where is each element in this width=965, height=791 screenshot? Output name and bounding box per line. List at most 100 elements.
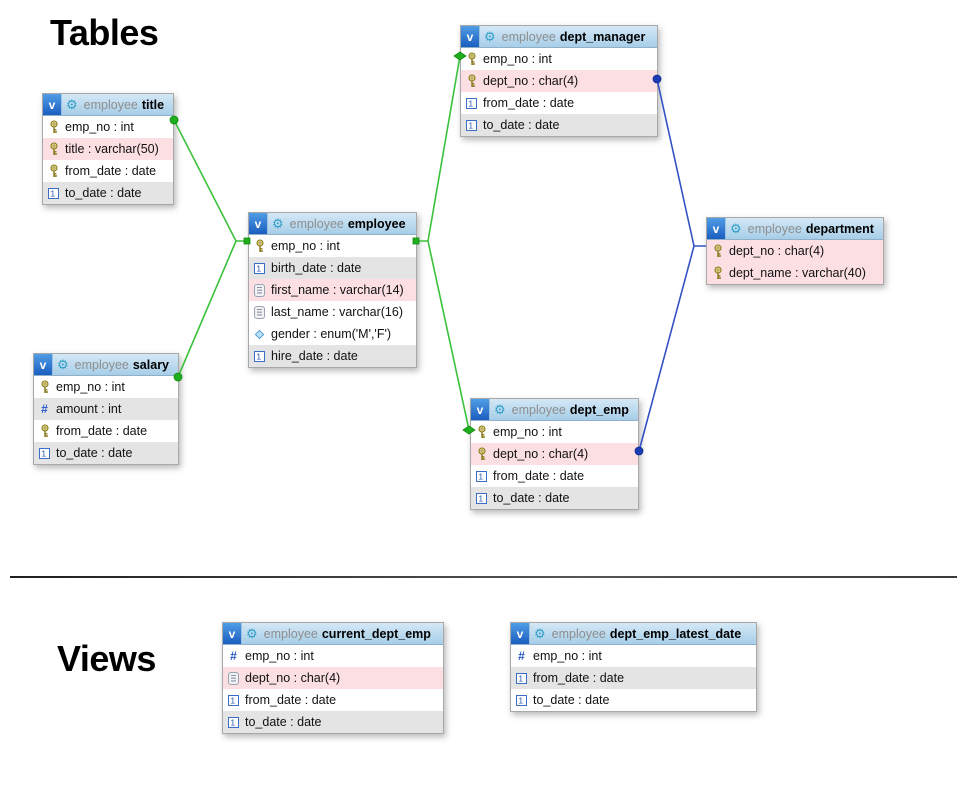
view-current_dept_emp[interactable]: v ⚙ employee current_dept_emp #emp_no : … <box>222 622 444 734</box>
column-row: 1 from_date : date <box>223 689 443 711</box>
table-header[interactable]: v ⚙ employee dept_emp <box>471 399 638 421</box>
key-icon <box>38 423 51 439</box>
enum-diamond-icon <box>253 329 266 340</box>
svg-text:1: 1 <box>478 471 483 481</box>
key-icon <box>711 265 724 281</box>
schema-name: employee <box>83 97 138 112</box>
calendar-icon: 1 <box>227 716 240 728</box>
column-row: title : varchar(50) <box>43 138 173 160</box>
column-row: dept_no : char(4) <box>461 70 657 92</box>
calendar-icon: 1 <box>38 447 51 459</box>
relationship-title-employee <box>173 119 248 242</box>
column-text: emp_no : int <box>533 649 602 663</box>
svg-text:1: 1 <box>468 98 473 108</box>
column-text: to_date : date <box>245 715 322 729</box>
column-row: dept_no : char(4) <box>223 667 443 689</box>
column-text: from_date : date <box>56 424 148 438</box>
svg-text:1: 1 <box>518 695 523 705</box>
table-salary[interactable]: v ⚙ employee salary emp_no : int#amount … <box>33 353 179 465</box>
calendar-icon: 1 <box>227 694 240 706</box>
view-badge-icon: v <box>707 218 726 239</box>
table-header[interactable]: v ⚙ employee salary <box>34 354 178 376</box>
calendar-icon: 1 <box>465 97 478 109</box>
column-text: to_date : date <box>483 118 560 132</box>
column-row: emp_no : int <box>249 235 416 257</box>
relationship-dept_manager-department <box>656 78 706 247</box>
view-badge-icon: v <box>223 623 242 644</box>
view-dept_emp_latest_date[interactable]: v ⚙ employee dept_emp_latest_date #emp_n… <box>510 622 757 712</box>
table-name: title <box>141 97 165 112</box>
schema-name: employee <box>74 357 129 372</box>
column-text: gender : enum('M','F') <box>271 327 392 341</box>
view-badge-icon: v <box>511 623 530 644</box>
schema-name: employee <box>551 626 606 641</box>
calendar-icon: 1 <box>465 119 478 131</box>
key-icon <box>475 446 488 462</box>
column-row: 1 to_date : date <box>43 182 173 204</box>
table-name: current_dept_emp <box>321 626 431 641</box>
column-row: from_date : date <box>34 420 178 442</box>
table-dept_manager[interactable]: v ⚙ employee dept_manager emp_no : int de… <box>460 25 658 137</box>
schema-name: employee <box>289 216 344 231</box>
view-badge-icon: v <box>461 26 480 47</box>
svg-text:1: 1 <box>468 120 473 130</box>
svg-text:1: 1 <box>41 448 46 458</box>
column-text: from_date : date <box>245 693 337 707</box>
table-header[interactable]: v ⚙ employee employee <box>249 213 416 235</box>
calendar-icon: 1 <box>47 187 60 199</box>
calendar-icon: 1 <box>475 492 488 504</box>
column-text: birth_date : date <box>271 261 362 275</box>
column-text: to_date : date <box>56 446 133 460</box>
table-department[interactable]: v ⚙ employee department dept_no : char(4… <box>706 217 884 285</box>
key-icon <box>38 379 51 395</box>
column-row: # amount : int <box>34 398 178 420</box>
table-header[interactable]: v ⚙ employee department <box>707 218 883 240</box>
tables-heading: Tables <box>50 12 159 53</box>
gear-icon: ⚙ <box>494 402 506 417</box>
calendar-icon: 1 <box>475 470 488 482</box>
schema-name: employee <box>511 402 566 417</box>
column-row: emp_no : int <box>43 116 173 138</box>
number-icon: # <box>230 649 237 663</box>
svg-text:1: 1 <box>518 673 523 683</box>
column-text: from_date : date <box>493 469 585 483</box>
column-row: #emp_no : int <box>511 645 756 667</box>
column-text: dept_no : char(4) <box>245 671 341 685</box>
relationship-salary-employee <box>177 240 237 378</box>
column-row: dept_name : varchar(40) <box>707 262 883 284</box>
key-icon <box>253 238 266 254</box>
column-text: emp_no : int <box>483 52 552 66</box>
key-icon <box>465 51 478 67</box>
column-text: to_date : date <box>65 186 142 200</box>
column-row: first_name : varchar(14) <box>249 279 416 301</box>
column-text: emp_no : int <box>271 239 340 253</box>
schema-name: employee <box>501 29 556 44</box>
relationship-dept_emp-department <box>638 245 695 452</box>
table-header[interactable]: v ⚙ employee title <box>43 94 173 116</box>
varchar-icon <box>253 305 266 319</box>
column-row: 1 from_date : date <box>461 92 657 114</box>
views-heading: Views <box>57 638 156 679</box>
table-header[interactable]: v ⚙ employee dept_emp_latest_date <box>511 623 756 645</box>
column-text: dept_no : char(4) <box>729 244 825 258</box>
column-text: amount : int <box>56 402 122 416</box>
table-header[interactable]: v ⚙ employee current_dept_emp <box>223 623 443 645</box>
table-header[interactable]: v ⚙ employee dept_manager <box>461 26 657 48</box>
svg-text:1: 1 <box>478 493 483 503</box>
number-icon: # <box>41 402 48 416</box>
view-badge-icon: v <box>471 399 490 420</box>
table-name: employee <box>347 216 406 231</box>
gear-icon: ⚙ <box>484 29 496 44</box>
column-text: from_date : date <box>483 96 575 110</box>
column-row: 1 from_date : date <box>471 465 638 487</box>
